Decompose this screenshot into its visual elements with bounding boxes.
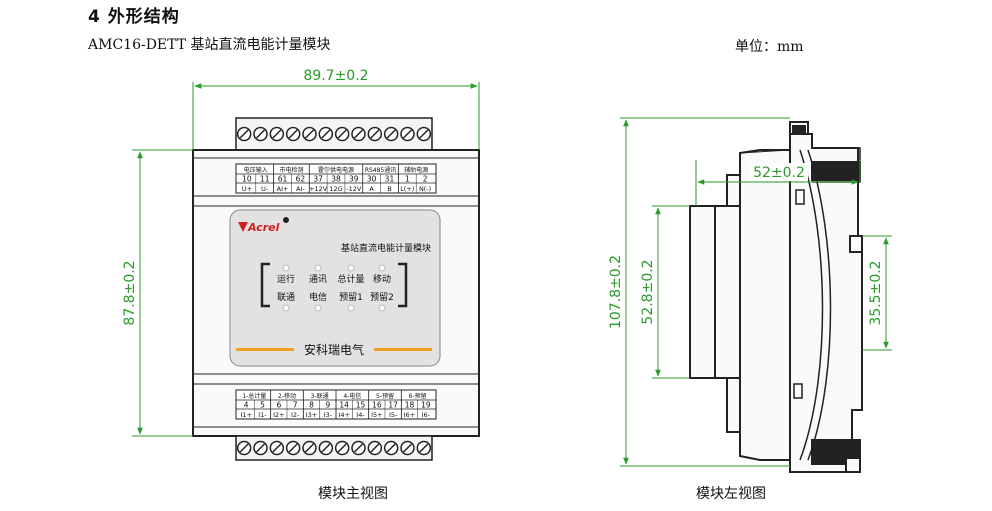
terminal-signal: I4+ [338, 411, 350, 419]
terminal-signal: I5+ [371, 411, 383, 419]
terminal-group-label: 2-移动 [278, 392, 296, 400]
terminal-group-label: 市电检测 [279, 166, 303, 174]
terminal-number: 39 [349, 175, 359, 184]
side-height-dimension: 107.8±0.2 [608, 255, 624, 329]
terminal-group-label: 电压输入 [244, 166, 268, 174]
indicator-label: 运行 [277, 273, 295, 285]
terminal-number: 4 [244, 401, 249, 410]
terminal-number: 11 [260, 175, 270, 184]
terminal-number: 1 [405, 175, 410, 184]
terminal-number: 9 [325, 401, 330, 410]
bottom-terminal-block [235, 435, 433, 461]
terminal-signal: AI- [296, 185, 305, 193]
terminal-number: 14 [339, 401, 349, 410]
terminal-number: 38 [331, 175, 341, 184]
terminal-signal: I1+ [240, 411, 252, 419]
indicator-label: 电信 [309, 291, 327, 303]
terminal-group-label: 辅助电源 [404, 166, 428, 174]
terminal-signal: I5- [389, 411, 398, 419]
terminal-group-label: 4-电信 [343, 392, 361, 400]
front-panel [229, 209, 441, 367]
terminal-signal: B [387, 185, 391, 193]
terminal-number: 17 [388, 401, 398, 410]
terminal-number: 16 [372, 401, 382, 410]
front-width-dimension: 89.7±0.2 [303, 68, 368, 84]
terminal-number: 8 [309, 401, 314, 410]
side-rail-dimension: 35.5±0.2 [868, 260, 884, 325]
terminal-group-label: RS485通讯 [365, 166, 396, 174]
terminal-signal: -12V [346, 185, 362, 193]
side-dimensions: 107.8±0.2 52.8±0.2 52±0.2 35.5±0.2 [608, 117, 892, 467]
terminal-number: 7 [293, 401, 298, 410]
indicator-label: 联通 [277, 292, 295, 303]
terminal-number: 31 [385, 175, 395, 184]
terminal-number: 30 [367, 175, 377, 184]
terminal-number: 61 [278, 175, 288, 184]
indicator-label: 总计量 [337, 273, 364, 285]
terminal-group-label: 5-预留 [376, 392, 394, 400]
brand-name: Acrel [247, 221, 280, 234]
side-depth-dimension: 52±0.2 [753, 165, 805, 181]
unit-label: 单位：mm [735, 39, 804, 55]
indicator-led [314, 264, 322, 272]
terminal-number: 5 [260, 401, 265, 410]
terminal-group-label: 霍尔供电电源 [318, 166, 354, 174]
front-view-caption: 模块主视图 [318, 486, 388, 502]
front-dimensions: 89.7±0.2 87.8±0.2 [122, 68, 480, 437]
terminal-number: 10 [242, 175, 252, 184]
indicator-label: 预留2 [370, 291, 394, 303]
terminal-signal: N(-) [419, 185, 431, 193]
indicator-led [314, 304, 322, 312]
terminal-number: 19 [421, 401, 431, 410]
indicator-led [347, 304, 355, 312]
terminal-number: 15 [356, 401, 366, 410]
terminal-signal: I3- [324, 411, 333, 419]
terminal-signal: U+ [242, 185, 252, 193]
indicator-label: 预留1 [339, 291, 363, 303]
side-view [689, 121, 863, 473]
terminal-signal: I4- [356, 411, 365, 419]
terminal-number: 2 [423, 175, 428, 184]
terminal-number: 62 [296, 175, 306, 184]
indicator-led [378, 304, 386, 312]
terminal-signal: I2+ [273, 411, 285, 419]
indicator-led [347, 264, 355, 272]
top-screw-row [236, 126, 432, 142]
terminal-group-label: 1-总计量 [242, 392, 266, 400]
terminal-signal: AI+ [277, 185, 289, 193]
bottom-screw-row [236, 440, 432, 456]
terminal-signal: I6+ [404, 411, 416, 419]
front-height-dimension: 87.8±0.2 [122, 260, 138, 325]
terminal-number: 18 [405, 401, 415, 410]
side-view-caption: 模块左视图 [696, 486, 766, 502]
indicator-led [378, 264, 386, 272]
indicator-label: 移动 [373, 273, 391, 285]
indicator-led [282, 264, 290, 272]
model-title: AMC16-DETT 基站直流电能计量模块 [88, 37, 331, 53]
terminal-group-label: 6-预留 [409, 392, 427, 400]
terminal-signal: L(+) [400, 185, 414, 193]
terminal-signal: I6- [422, 411, 431, 419]
indicator-led [282, 304, 290, 312]
terminal-number: 6 [276, 401, 281, 410]
terminal-number: 37 [313, 175, 323, 184]
terminal-signal: I3+ [306, 411, 318, 419]
terminal-signal: U- [261, 185, 269, 193]
terminal-signal: I2- [291, 411, 300, 419]
terminal-signal: 12G [329, 185, 342, 193]
terminal-signal: +12V [309, 185, 328, 193]
terminal-signal: A [369, 185, 374, 193]
company-name: 安科瑞电气 [304, 342, 364, 357]
terminal-signal: I1- [258, 411, 267, 419]
brand-logo: Acrel [238, 217, 289, 234]
indicator-label: 通讯 [309, 274, 327, 285]
terminal-group-label: 3-联通 [311, 392, 329, 400]
section-heading: 4 外形结构 [88, 7, 180, 27]
top-terminal-label [235, 163, 437, 194]
panel-product-name: 基站直流电能计量模块 [341, 242, 431, 254]
side-inner-height-dimension: 52.8±0.2 [640, 259, 656, 324]
